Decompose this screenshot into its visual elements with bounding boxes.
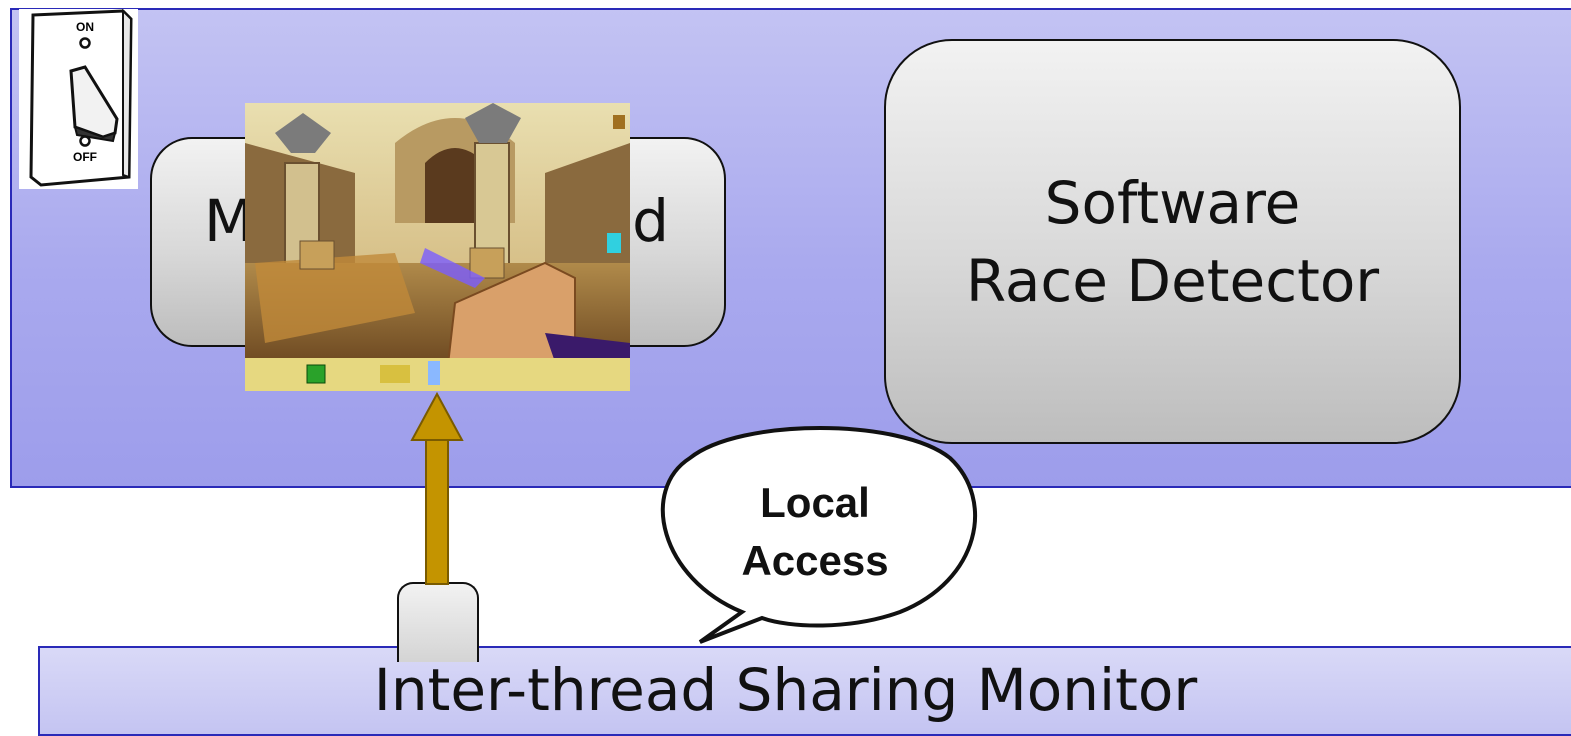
light-switch-icon: ON OFF: [19, 8, 138, 189]
up-arrow-icon: [410, 391, 464, 585]
software-race-detector-box: Software Race Detector: [884, 39, 1461, 444]
switch-off-label: OFF: [73, 150, 97, 164]
local-access-text: Local Access: [700, 474, 930, 590]
speech-bubble: [660, 426, 978, 644]
sharing-monitor-label: Inter-thread Sharing Monitor: [373, 656, 1198, 724]
bubble-line1: Local: [760, 479, 870, 526]
left-box-label-end: d: [632, 187, 669, 255]
race-detector-line2: Race Detector: [965, 246, 1380, 315]
race-detector-line1: Software: [1044, 168, 1301, 237]
game-screenshot-image: [245, 103, 630, 391]
switch-on-label: ON: [76, 20, 94, 34]
bubble-line2: Access: [741, 537, 889, 584]
